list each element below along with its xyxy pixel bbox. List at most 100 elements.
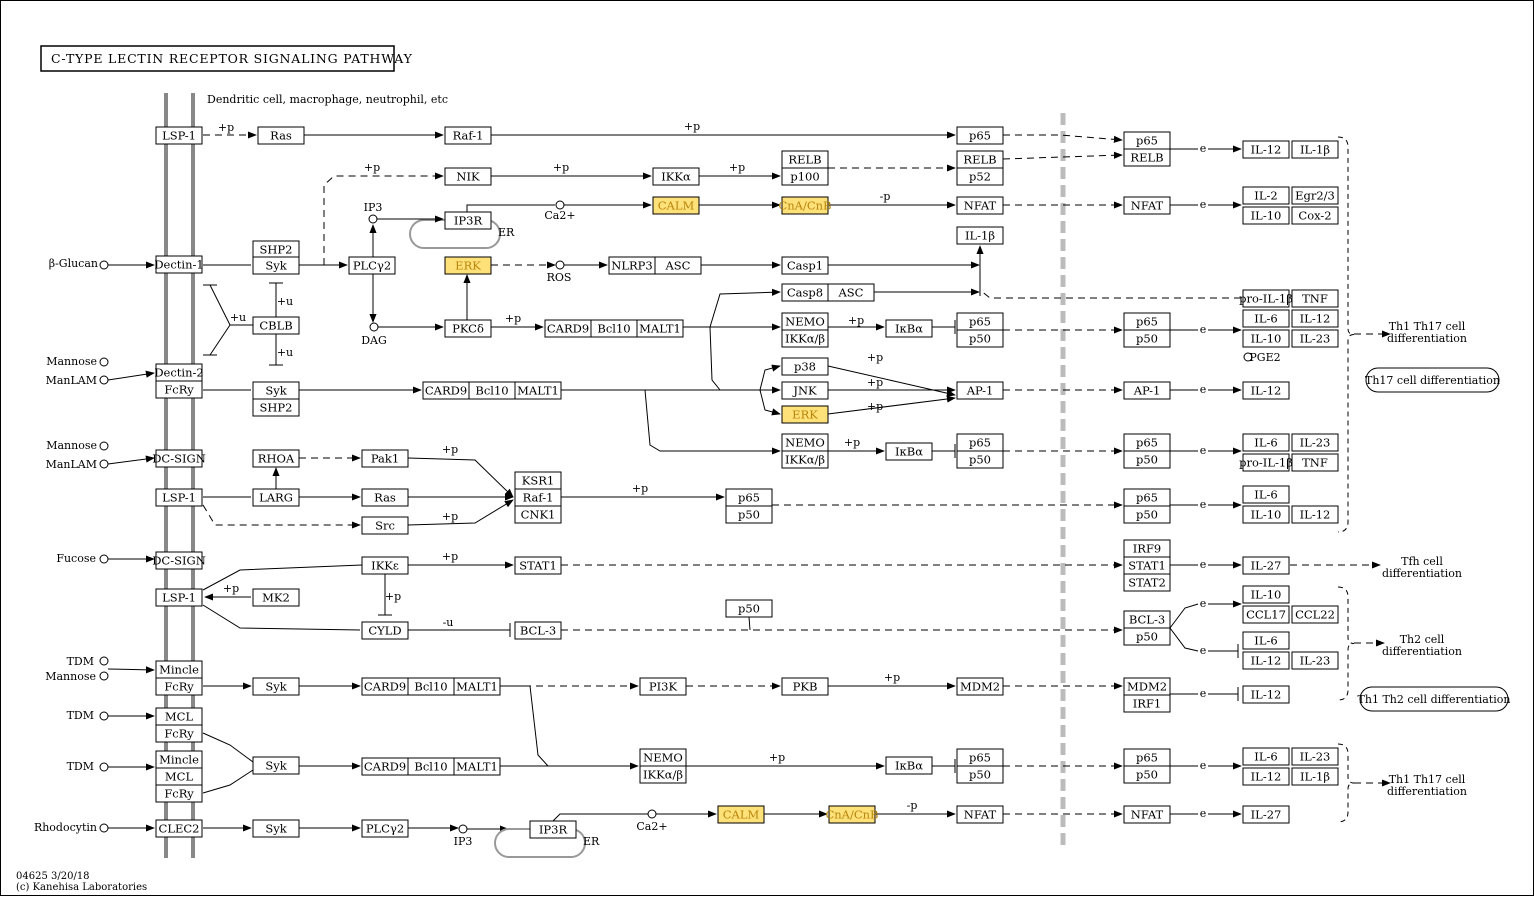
gene-node-o_il23b[interactable]: IL-23 xyxy=(1291,433,1339,452)
gene-node-malt1d[interactable]: MALT1 xyxy=(453,757,501,776)
gene-node-o_il12g[interactable]: IL-12 xyxy=(1242,767,1290,786)
gene-node-calm1[interactable]: CALM xyxy=(652,196,700,215)
gene-node-p65h[interactable]: p65 xyxy=(1123,488,1171,507)
gene-node-malt1c[interactable]: MALT1 xyxy=(453,677,501,696)
gene-node-nemo3[interactable]: NEMO xyxy=(639,748,687,767)
gene-node-ikkab3[interactable]: IKKα/β xyxy=(639,765,687,784)
compound-node[interactable] xyxy=(99,375,109,385)
gene-node-pkb[interactable]: PKB xyxy=(781,677,829,696)
compound-node[interactable] xyxy=(99,260,109,270)
gene-node-irf1[interactable]: IRF1 xyxy=(1123,694,1171,713)
gene-node-o_il10c[interactable]: IL-10 xyxy=(1242,505,1290,524)
gene-node-casp8[interactable]: Casp8 xyxy=(781,283,829,302)
gene-node-cna2[interactable]: CnA/CnB xyxy=(825,805,879,824)
gene-node-ap1a[interactable]: AP-1 xyxy=(956,381,1004,400)
compound-node[interactable] xyxy=(99,823,109,833)
gene-node-p65g[interactable]: p65 xyxy=(725,488,773,507)
compound-node[interactable] xyxy=(99,656,109,666)
gene-node-fcry4[interactable]: FcRy xyxy=(155,784,203,803)
gene-node-o_il12f[interactable]: IL-12 xyxy=(1242,685,1290,704)
gene-node-p65c[interactable]: p65 xyxy=(956,312,1004,331)
gene-node-syk4[interactable]: Syk xyxy=(252,756,300,775)
compound-node[interactable] xyxy=(99,762,109,772)
gene-node-o_il1bb[interactable]: IL-1β xyxy=(1291,767,1339,786)
gene-node-ikba1[interactable]: IκBα xyxy=(885,319,933,338)
gene-node-o_il27a[interactable]: IL-27 xyxy=(1242,556,1290,575)
gene-node-fcry2[interactable]: FcRy xyxy=(155,677,203,696)
gene-node-fcry3[interactable]: FcRy xyxy=(155,724,203,743)
gene-node-p50l[interactable]: p50 xyxy=(1123,765,1171,784)
gene-node-o_ccl22[interactable]: CCL22 xyxy=(1291,605,1339,624)
compound-c5[interactable]: PGE2 xyxy=(1243,351,1281,364)
gene-node-o_proil1a[interactable]: pro-IL-1β xyxy=(1239,289,1293,308)
gene-node-o_il10a[interactable]: IL-10 xyxy=(1242,206,1290,225)
gene-node-o_ccl17[interactable]: CCL17 xyxy=(1242,605,1290,624)
gene-node-relb1[interactable]: RELB xyxy=(781,150,829,169)
gene-node-dectin1[interactable]: Dectin-1 xyxy=(154,255,204,274)
gene-node-nik[interactable]: NIK xyxy=(444,167,492,186)
gene-node-o_tnfa[interactable]: TNF xyxy=(1291,289,1339,308)
gene-node-p50c[interactable]: p50 xyxy=(956,329,1004,348)
gene-node-o_proil1b[interactable]: pro-IL-1β xyxy=(1239,453,1293,472)
gene-node-mincle2[interactable]: Mincle xyxy=(155,750,203,769)
gene-node-p65b[interactable]: p65 xyxy=(1123,131,1171,150)
gene-node-bcl10d[interactable]: Bcl10 xyxy=(407,757,455,776)
gene-node-syk2[interactable]: Syk xyxy=(252,381,300,400)
compound-c1[interactable]: IP3 xyxy=(364,201,383,224)
gene-node-bcl10a[interactable]: Bcl10 xyxy=(590,319,638,338)
gene-node-nemo2[interactable]: NEMO xyxy=(781,433,829,452)
gene-node-o_il6b[interactable]: IL-6 xyxy=(1242,433,1290,452)
gene-node-lsp1c[interactable]: LSP-1 xyxy=(155,588,203,607)
gene-node-erk2[interactable]: ERK xyxy=(781,405,829,424)
gene-node-ap1b[interactable]: AP-1 xyxy=(1123,381,1171,400)
gene-node-card9d[interactable]: CARD9 xyxy=(361,757,409,776)
gene-node-asc2[interactable]: ASC xyxy=(827,283,875,302)
gene-node-bcl10c[interactable]: Bcl10 xyxy=(407,677,455,696)
gene-node-card9b[interactable]: CARD9 xyxy=(422,381,470,400)
gene-node-p65l[interactable]: p65 xyxy=(1123,748,1171,767)
gene-node-o_il6d[interactable]: IL-6 xyxy=(1242,631,1290,650)
gene-node-lsp1a[interactable]: LSP-1 xyxy=(155,126,203,145)
gene-node-o_il6e[interactable]: IL-6 xyxy=(1242,747,1290,766)
gene-node-o_egr[interactable]: Egr2/3 xyxy=(1291,186,1339,205)
gene-node-pi3k[interactable]: PI3K xyxy=(639,677,687,696)
gene-node-ikba3[interactable]: IκBα xyxy=(885,756,933,775)
gene-node-o_il27b[interactable]: IL-27 xyxy=(1242,805,1290,824)
gene-node-p50f[interactable]: p50 xyxy=(1123,450,1171,469)
gene-node-o_il12c[interactable]: IL-12 xyxy=(1242,381,1290,400)
gene-node-plcg2a[interactable]: PLCγ2 xyxy=(348,256,396,275)
gene-node-cyld[interactable]: CYLD xyxy=(361,621,409,640)
gene-node-syk1[interactable]: Syk xyxy=(252,256,300,275)
gene-node-mcl1[interactable]: MCL xyxy=(155,707,203,726)
gene-node-plcg2b[interactable]: PLCγ2 xyxy=(361,819,409,838)
gene-node-nfat2[interactable]: NFAT xyxy=(1123,196,1171,215)
gene-node-ikke[interactable]: IKKε xyxy=(361,556,409,575)
gene-node-o_il1ba[interactable]: IL-1β xyxy=(1291,140,1339,159)
gene-node-p65e[interactable]: p65 xyxy=(956,433,1004,452)
gene-node-stat1a[interactable]: STAT1 xyxy=(514,556,562,575)
gene-node-il1ba[interactable]: IL-1β xyxy=(956,226,1004,245)
gene-node-src[interactable]: Src xyxy=(361,516,409,535)
gene-node-nlrp3[interactable]: NLRP3 xyxy=(608,256,656,275)
gene-node-bcl3a[interactable]: BCL-3 xyxy=(514,621,562,640)
gene-node-nfat1[interactable]: NFAT xyxy=(956,196,1004,215)
gene-node-o_il12b[interactable]: IL-12 xyxy=(1291,309,1339,328)
gene-node-dectin2[interactable]: Dectin-2 xyxy=(154,363,204,382)
gene-node-p65d[interactable]: p65 xyxy=(1123,312,1171,331)
gene-node-shp2b[interactable]: SHP2 xyxy=(252,398,300,417)
gene-node-nfat4[interactable]: NFAT xyxy=(1123,805,1171,824)
gene-node-o_il12a[interactable]: IL-12 xyxy=(1242,140,1290,159)
gene-node-ksr1[interactable]: KSR1 xyxy=(514,471,562,490)
gene-node-mdm2b[interactable]: MDM2 xyxy=(1123,677,1171,696)
gene-node-ikka[interactable]: IKKα xyxy=(652,167,700,186)
gene-node-bcl10b[interactable]: Bcl10 xyxy=(468,381,516,400)
gene-node-clec2[interactable]: CLEC2 xyxy=(155,819,203,838)
gene-node-ip3r1[interactable]: IP3R xyxy=(444,211,492,230)
gene-node-o_il2[interactable]: IL-2 xyxy=(1242,186,1290,205)
gene-node-mcl2[interactable]: MCL xyxy=(155,767,203,786)
gene-node-ikba2[interactable]: IκBα xyxy=(885,442,933,461)
gene-node-mk2[interactable]: MK2 xyxy=(252,588,300,607)
gene-node-shp2a[interactable]: SHP2 xyxy=(252,240,300,259)
